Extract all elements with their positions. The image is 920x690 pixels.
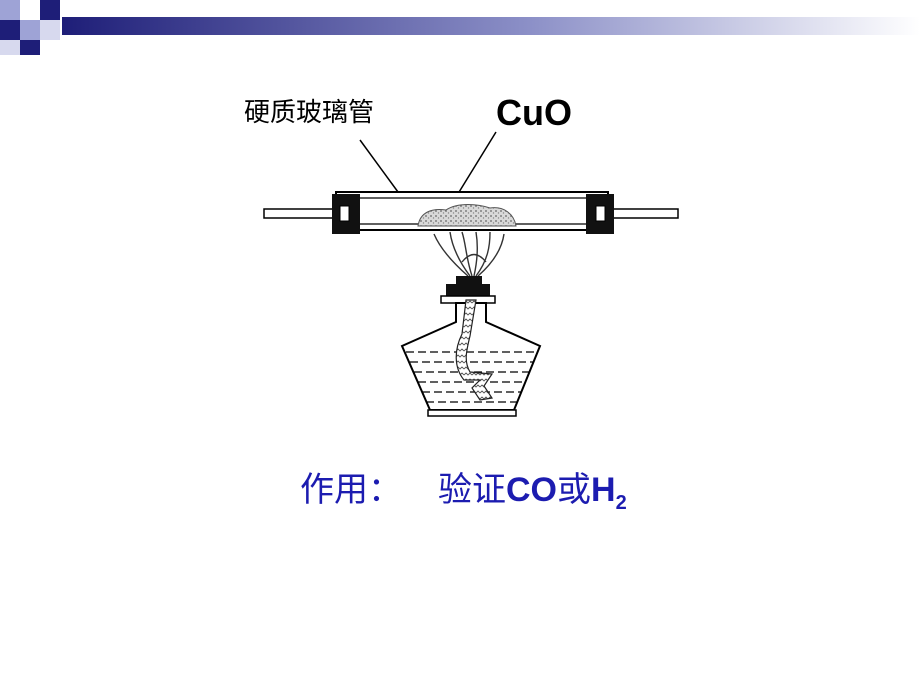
deco-square xyxy=(20,20,40,40)
deco-square xyxy=(40,40,60,55)
wick xyxy=(455,299,494,401)
left-rod xyxy=(263,208,337,219)
header-decoration xyxy=(0,0,920,55)
deco-square xyxy=(20,0,40,20)
cuo-powder xyxy=(417,204,517,227)
caption-conjunction: 或 xyxy=(557,470,591,510)
deco-square xyxy=(40,20,60,40)
cuo-label: CuO xyxy=(496,92,572,133)
deco-square xyxy=(0,0,20,20)
left-stopper-insert xyxy=(339,205,350,222)
flame xyxy=(433,231,505,277)
deco-square xyxy=(0,40,20,55)
tube-label: 硬质玻璃管 xyxy=(244,98,375,128)
caption: 作用： 验证CO或H2 xyxy=(300,462,627,515)
deco-square xyxy=(0,20,20,40)
alcohol-liquid xyxy=(406,351,538,403)
tube-pointer-line xyxy=(359,139,399,193)
lamp-base xyxy=(427,409,517,417)
right-stopper-insert xyxy=(595,205,606,222)
right-rod xyxy=(605,208,679,219)
burner-cap xyxy=(446,284,490,296)
formula-subscript: 2 xyxy=(615,492,627,514)
caption-verb: 验证 xyxy=(438,470,506,510)
deco-square xyxy=(20,40,40,55)
formula-h: H xyxy=(591,471,616,509)
burner-cap-top xyxy=(456,276,482,284)
caption-prefix: 作用： xyxy=(300,470,402,510)
deco-square xyxy=(40,0,60,20)
formula-co: CO xyxy=(506,471,557,509)
top-band xyxy=(62,17,920,35)
